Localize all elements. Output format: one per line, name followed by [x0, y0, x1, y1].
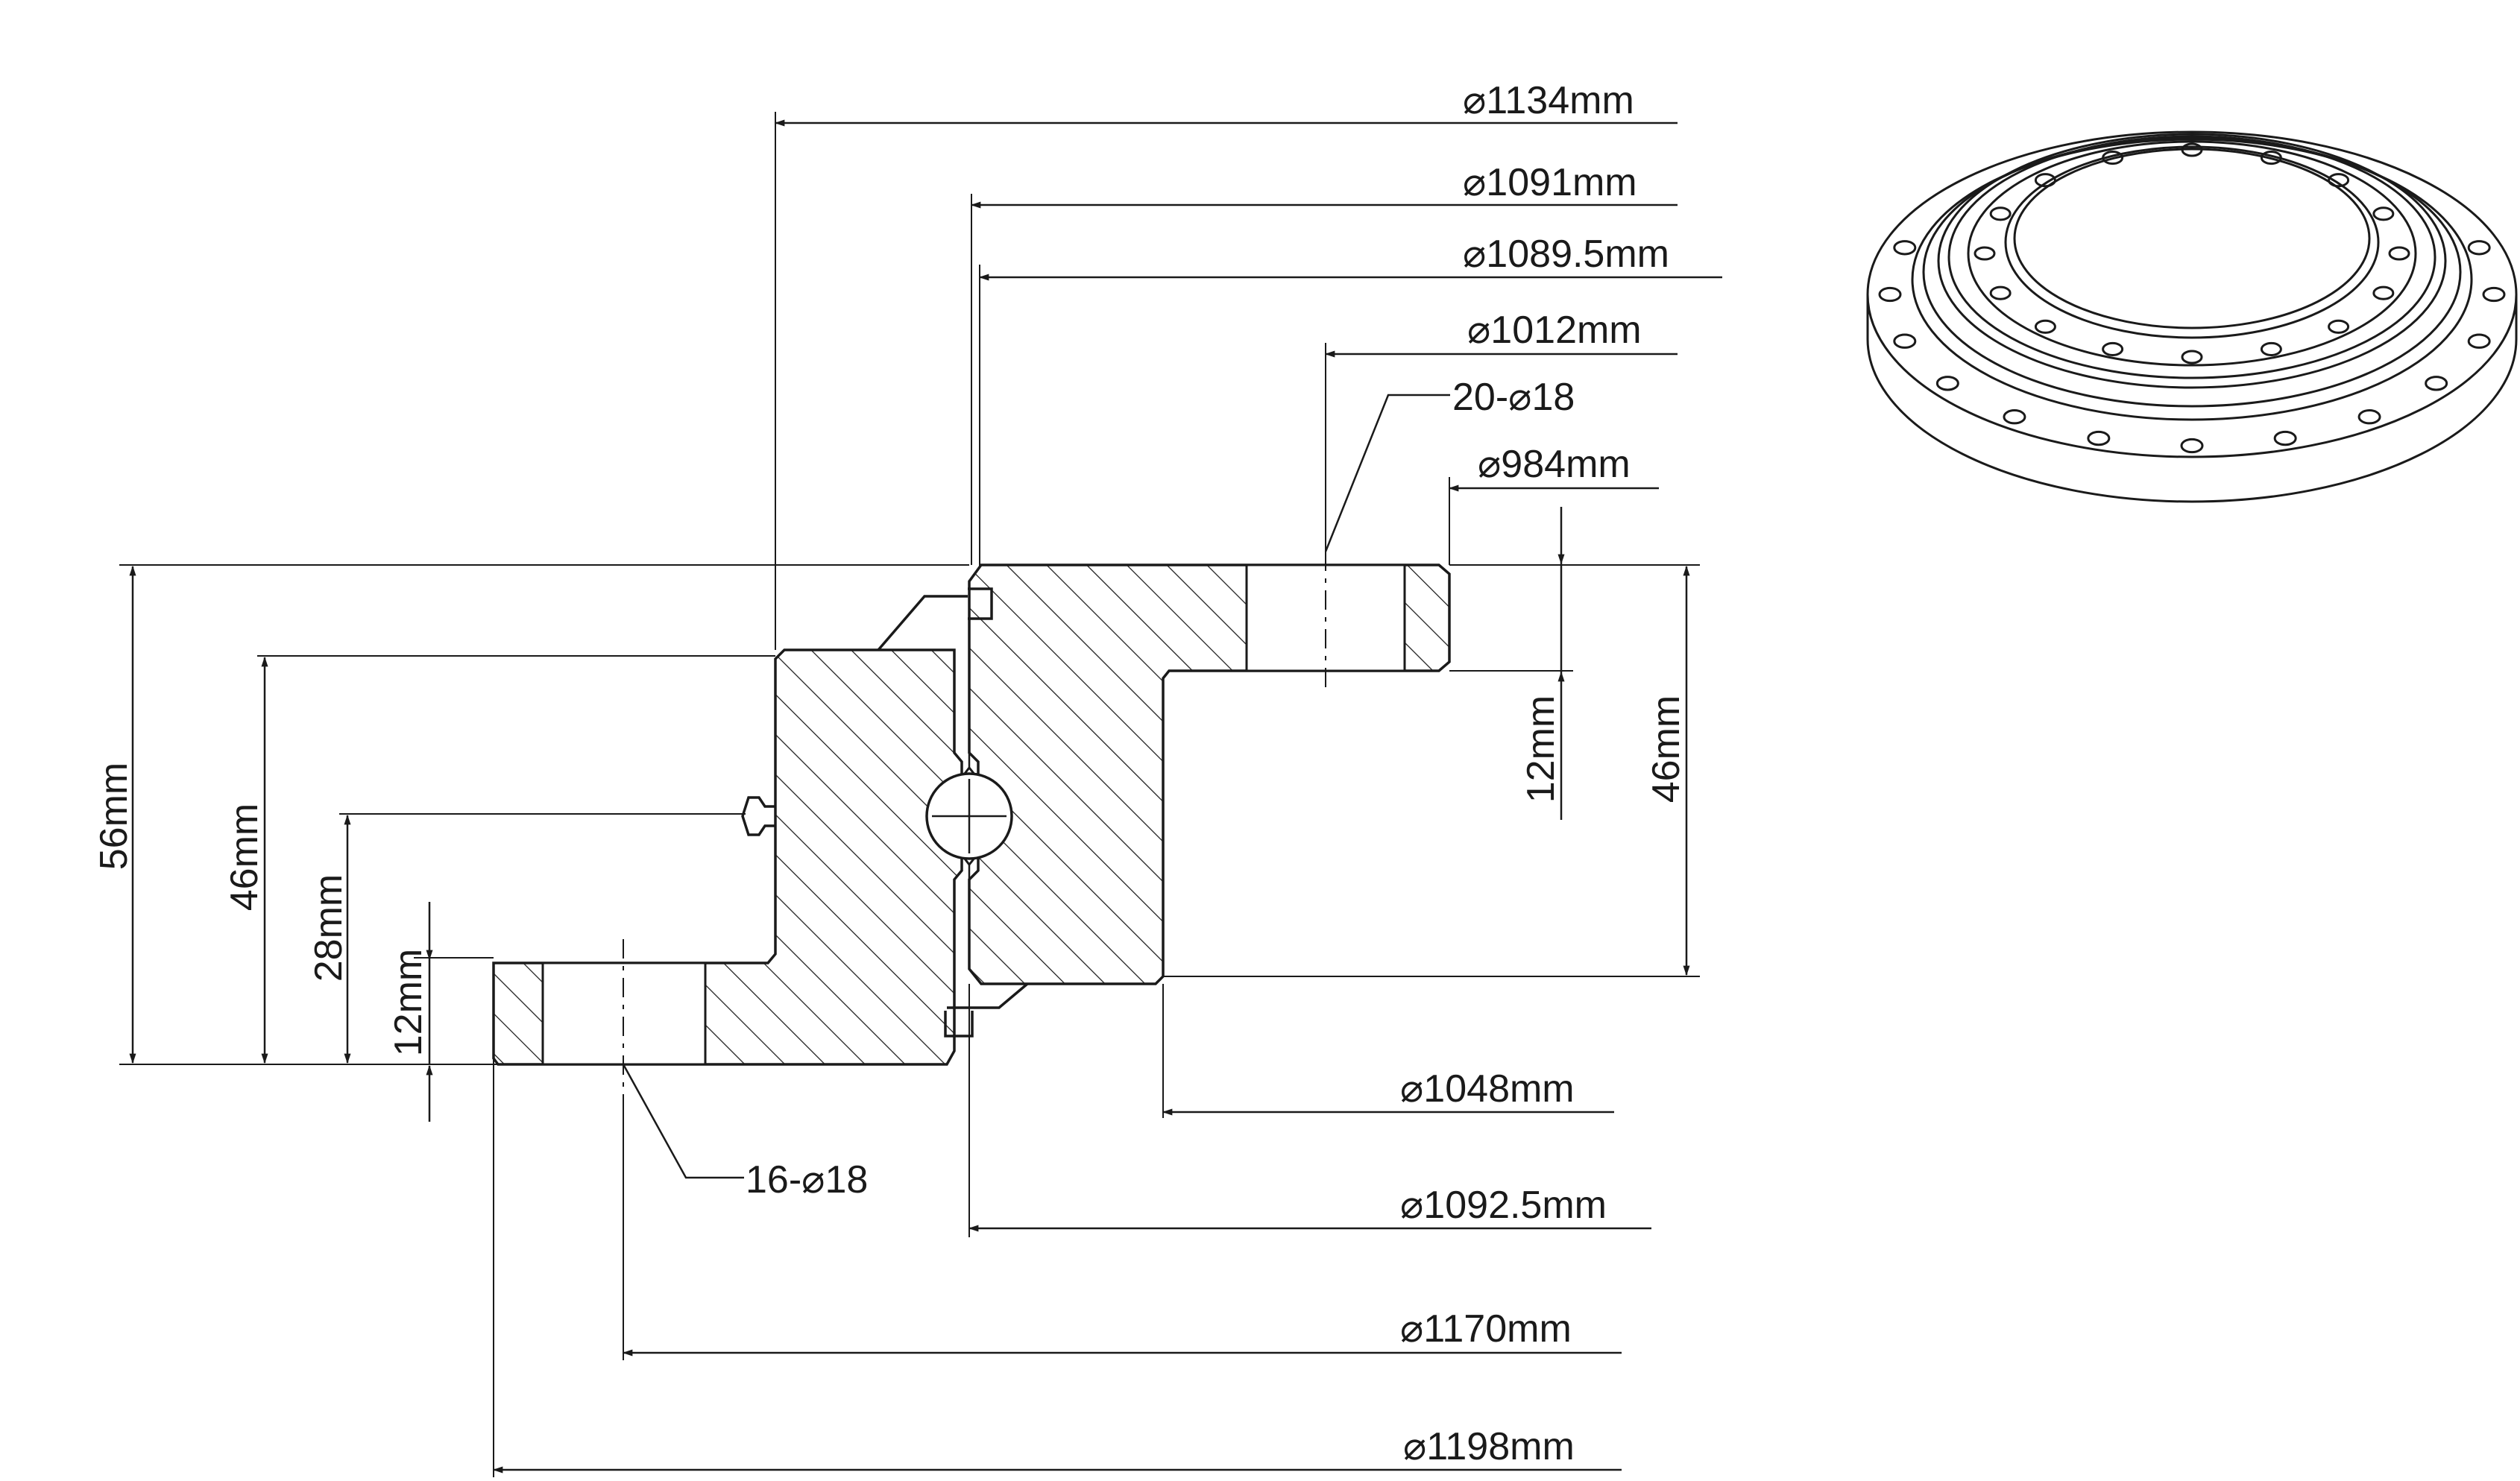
inner-ring-hole — [2388, 246, 2410, 261]
flange-hole — [1935, 376, 1959, 391]
height-h12r: 12mm — [1519, 695, 1563, 803]
diameter-d1170: ⌀1170mm — [1400, 1307, 1572, 1351]
flange-hole — [2425, 376, 2448, 391]
flange-hole — [1893, 240, 1917, 256]
height-h46r: 46mm — [1645, 695, 1688, 803]
diameter-d1012: ⌀1012mm — [1467, 309, 1642, 352]
flange-hole — [2467, 240, 2491, 256]
ring-outer-flange-top — [1866, 130, 2518, 458]
height-h56: 56mm — [92, 762, 136, 870]
inner-ring-section — [492, 648, 963, 1066]
inner-ring-hole — [1974, 246, 1996, 261]
flange-hole — [2357, 409, 2381, 425]
height-h28: 28mm — [307, 874, 350, 982]
grease-nipple — [741, 796, 775, 836]
ring-outer-flange-bottom — [1866, 338, 2518, 503]
inner-ring-hole — [1989, 206, 2012, 221]
inner-ring-hole — [2260, 341, 2282, 356]
height-h46: 46mm — [223, 803, 266, 911]
lower-seal — [944, 982, 1029, 1038]
inner-ring-hole — [2181, 142, 2203, 157]
ring-step-inner — [1922, 136, 2462, 408]
diameter-d984: ⌀984mm — [1478, 443, 1631, 486]
flange-hole — [2003, 409, 2026, 425]
height-h12: 12mm — [387, 949, 430, 1056]
inner-ring-hole — [2034, 319, 2056, 334]
diameter-d1198: ⌀1198mm — [1403, 1425, 1575, 1468]
hole-callout-holes-inner: 16-⌀18 — [746, 1158, 868, 1201]
flange-hole — [2273, 430, 2297, 446]
ring-bore-outer — [2004, 145, 2380, 339]
ring-bore-inner — [2013, 148, 2371, 329]
inner-ring-hole — [1989, 285, 2012, 300]
inner-ring-hole — [2181, 350, 2203, 364]
inner-ring-hole — [2260, 151, 2282, 165]
ring-inner-face — [1967, 140, 2417, 367]
flange-hole — [2087, 430, 2111, 446]
flange-hole — [2467, 333, 2491, 349]
inner-ring-hole — [2328, 173, 2350, 188]
ring-isometric-view — [1866, 130, 2518, 503]
ring-step-outer — [1911, 138, 2473, 421]
hole-callout-holes-outer: 20-⌀18 — [1452, 376, 1575, 419]
ball-element — [925, 765, 1013, 867]
diameter-d1092: ⌀1092.5mm — [1400, 1184, 1607, 1227]
flange-hole — [2482, 286, 2506, 303]
inner-ring-hole — [2034, 173, 2056, 188]
inner-ring-hole — [2372, 285, 2395, 300]
ring-raised-outer — [1937, 133, 2447, 389]
dimension-lines — [119, 112, 1722, 1480]
diameter-d1089: ⌀1089.5mm — [1463, 233, 1669, 276]
diameter-d1134: ⌀1134mm — [1463, 79, 1634, 122]
inner-ring-hole — [2328, 319, 2350, 334]
upper-seal — [877, 587, 993, 651]
diameter-d1091: ⌀1091mm — [1463, 161, 1637, 204]
dimension-labels: ⌀1134mm ⌀1091mm ⌀1089.5mm ⌀1012mm ⌀984mm ⌀104… — [92, 79, 1688, 1468]
flange-hole — [2180, 438, 2204, 454]
inner-ring-hole — [2102, 341, 2124, 356]
ring-raised-inner — [1947, 135, 2436, 379]
diameter-d1048: ⌀1048mm — [1400, 1067, 1575, 1111]
flange-hole — [1893, 333, 1917, 349]
flange-hole — [1878, 286, 1902, 303]
inner-ring-hole — [2102, 151, 2124, 165]
cross-section — [492, 552, 1451, 1103]
inner-ring-hole — [2372, 206, 2395, 221]
